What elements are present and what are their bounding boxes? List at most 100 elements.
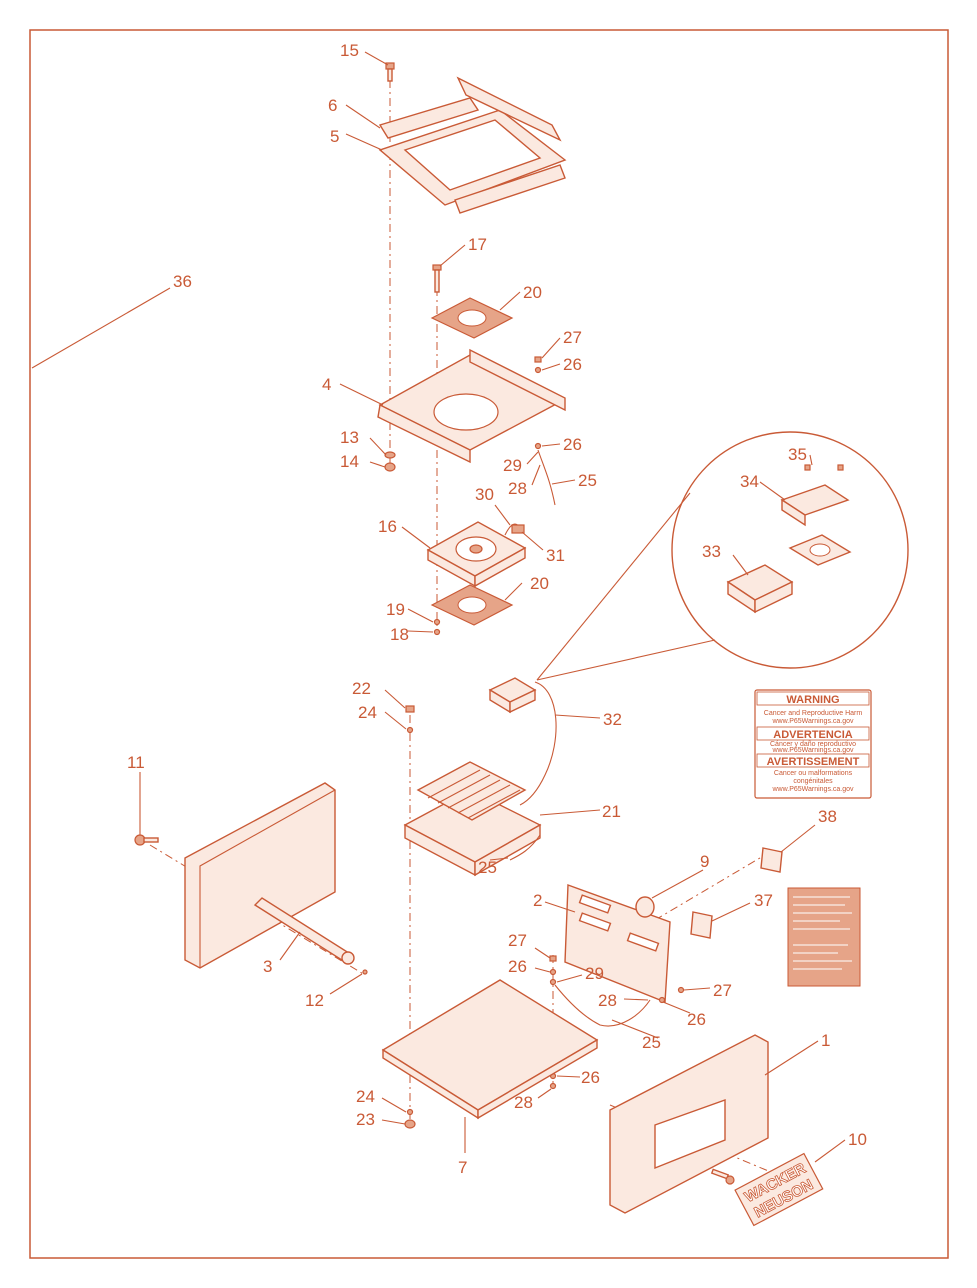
callout-4: 4 xyxy=(322,375,331,394)
plate-4 xyxy=(377,348,566,464)
badge-9 xyxy=(635,896,655,918)
label-38 xyxy=(760,847,783,873)
washer-26-upper xyxy=(534,366,542,374)
mounting-frame-5 xyxy=(378,76,567,214)
callout-33: 33 xyxy=(702,542,721,561)
screw-cover xyxy=(710,1168,735,1185)
callout-10: 10 xyxy=(848,1130,867,1149)
bolt-17 xyxy=(432,264,442,293)
nut-23 xyxy=(404,1119,416,1129)
avertissement-line-3: www.P65Warnings.ca.gov xyxy=(771,786,854,793)
connector-32 xyxy=(488,677,537,714)
cable-32 xyxy=(519,681,557,806)
callout-30: 30 xyxy=(475,485,494,504)
callout-26-lower: 26 xyxy=(508,957,527,976)
advertencia-line-1: Cáncer y daño reproductivo xyxy=(770,741,856,748)
callout-19: 19 xyxy=(386,600,405,619)
bracket-plate xyxy=(184,782,336,969)
callout-22: 22 xyxy=(352,679,371,698)
callout-25-lower: 25 xyxy=(642,1033,661,1052)
callout-5: 5 xyxy=(330,127,339,146)
advertencia-title: ADVERTENCIA xyxy=(773,729,853,741)
detail-leader-top xyxy=(536,492,691,681)
callout-16: 16 xyxy=(378,517,397,536)
screw-12 xyxy=(362,969,368,975)
callout-27-right: 27 xyxy=(713,981,732,1000)
nut-18 xyxy=(433,628,441,636)
nut-28-bottom xyxy=(549,1082,557,1090)
callout-14: 14 xyxy=(340,452,359,471)
gasket-20-lower xyxy=(430,584,514,626)
callout-37: 37 xyxy=(754,891,773,910)
callout-6: 6 xyxy=(328,96,337,115)
leader-lines xyxy=(139,51,846,1163)
callout-32: 32 xyxy=(603,710,622,729)
callout-25-upper: 25 xyxy=(578,471,597,490)
washer-26-right xyxy=(658,996,666,1004)
instruction-label-lines xyxy=(793,896,852,970)
screw-22 xyxy=(405,705,415,713)
heatsink-module-21 xyxy=(403,761,542,877)
callout-29-lower: 29 xyxy=(585,964,604,983)
callout-26-right: 26 xyxy=(687,1010,706,1029)
callout-27-upper: 27 xyxy=(563,328,582,347)
callout-24-lower: 24 xyxy=(356,1087,375,1106)
callout-2: 2 xyxy=(533,891,542,910)
rod-3 xyxy=(253,897,355,965)
callout-21: 21 xyxy=(602,802,621,821)
advertencia-line-2: www.P65Warnings.ca.gov xyxy=(771,747,854,754)
cover-1 xyxy=(609,1034,769,1214)
wire-25-lower xyxy=(554,984,651,1027)
avertissement-title: AVERTISSEMENT xyxy=(767,756,860,768)
warning-line-1: Cancer and Reproductive Harm xyxy=(764,710,863,717)
warning-line-2: www.P65Warnings.ca.gov xyxy=(771,718,854,725)
detail-circle xyxy=(671,431,909,669)
screw-15 xyxy=(385,62,395,82)
washer-24-upper xyxy=(406,726,414,734)
detail-leader-bottom xyxy=(536,639,716,681)
screw-27-right xyxy=(677,986,685,994)
nut-14 xyxy=(384,462,396,472)
callout-9: 9 xyxy=(700,852,709,871)
axis-line-label xyxy=(654,854,766,921)
logo-10: WACKER NEUSON xyxy=(734,1152,824,1227)
base-plate-7 xyxy=(381,979,599,1120)
callout-27-lower: 27 xyxy=(508,931,527,950)
callout-35: 35 xyxy=(788,445,807,464)
callout-7: 7 xyxy=(458,1158,467,1177)
washer-26-lower xyxy=(549,968,557,976)
avertissement-line-1: Cancer ou malformations xyxy=(774,770,853,777)
instruction-label-sheet xyxy=(787,887,861,987)
callout-1: 1 xyxy=(821,1031,830,1050)
leader-36 xyxy=(31,287,171,369)
callout-29-upper: 29 xyxy=(503,456,522,475)
callout-20-lower: 20 xyxy=(530,574,549,593)
callout-31: 31 xyxy=(546,546,565,565)
fan-16 xyxy=(426,521,527,588)
callout-20-upper: 20 xyxy=(523,283,542,302)
callout-15: 15 xyxy=(340,41,359,60)
panel-2 xyxy=(564,884,671,1004)
callout-23: 23 xyxy=(356,1110,375,1129)
callout-3: 3 xyxy=(263,957,272,976)
callout-18: 18 xyxy=(390,625,409,644)
screw-27-lower xyxy=(549,955,557,962)
callout-36: 36 xyxy=(173,272,192,291)
screw-27-upper xyxy=(534,356,542,363)
callout-12: 12 xyxy=(305,991,324,1010)
connector-31 xyxy=(511,524,525,534)
washer-19 xyxy=(433,618,441,626)
connector-housing xyxy=(788,534,852,566)
callout-38: 38 xyxy=(818,807,837,826)
callout-11: 11 xyxy=(127,753,145,772)
callout-13: 13 xyxy=(340,428,359,447)
washer-24-lower xyxy=(406,1108,414,1116)
callout-34: 34 xyxy=(740,472,759,491)
washer-13 xyxy=(384,451,396,459)
gasket-20-upper xyxy=(430,297,514,339)
callout-26-upper: 26 xyxy=(563,355,582,374)
wire-25-upper xyxy=(537,449,556,506)
callout-26-mid: 26 xyxy=(563,435,582,454)
callout-24-upper: 24 xyxy=(358,703,377,722)
